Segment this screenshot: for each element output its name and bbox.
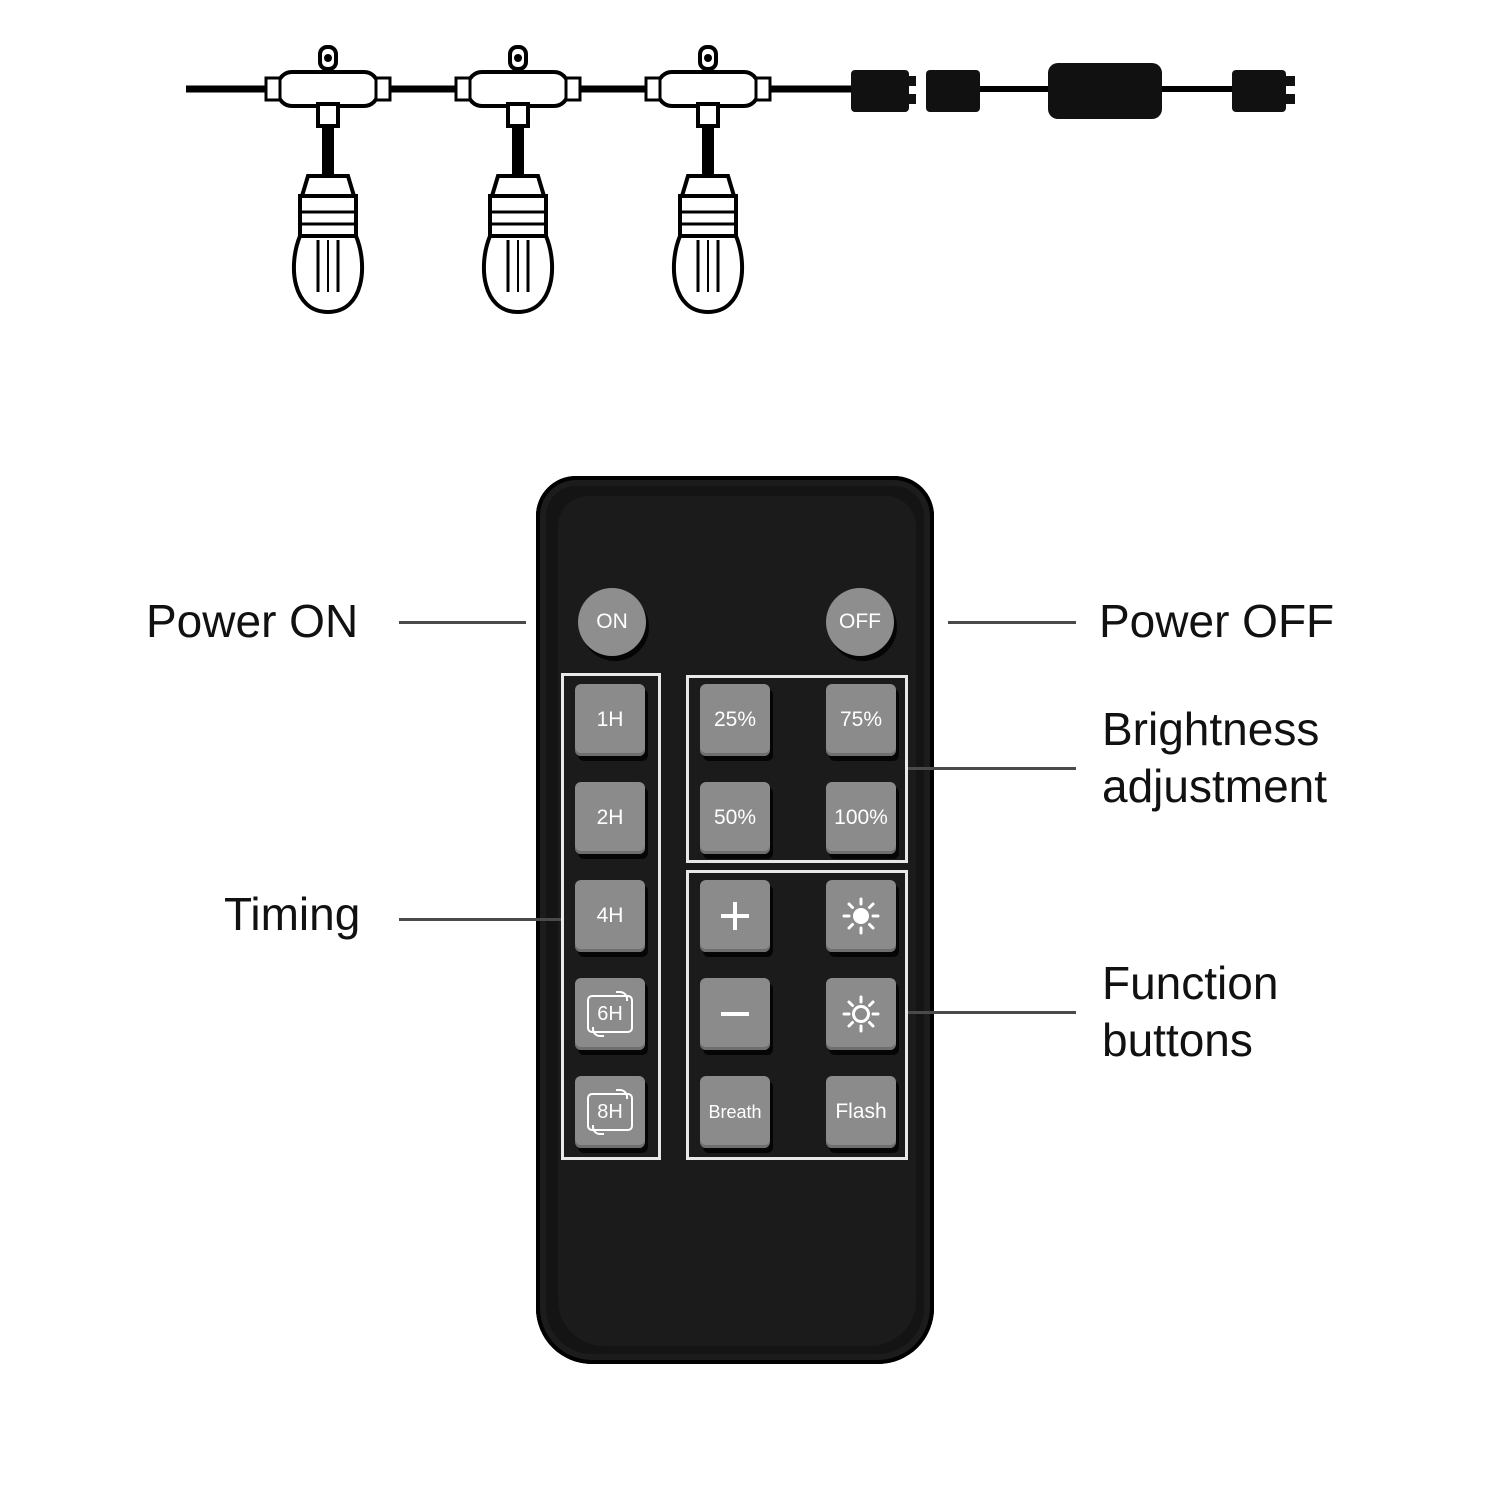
power-plug: [1232, 70, 1295, 112]
plug-connector-1: [851, 70, 916, 112]
brightness-group-outline: [686, 675, 908, 863]
timer-8h-label: 8H: [597, 1100, 623, 1123]
power-off-leader-line: [948, 621, 1076, 624]
timing-group-outline: [561, 673, 661, 1160]
dim-mode-button[interactable]: [826, 978, 896, 1050]
breath-mode-button[interactable]: Breath: [700, 1076, 770, 1148]
plug-connector-2: [926, 70, 980, 112]
repeat-timer-icon: 6H: [587, 991, 633, 1037]
power-off-button[interactable]: OFF: [826, 588, 894, 656]
bulb-socket-1: [264, 45, 392, 315]
timing-callout: Timing: [224, 888, 361, 940]
brightness-100-button[interactable]: 100%: [826, 782, 896, 854]
brightness-75-button[interactable]: 75%: [826, 684, 896, 756]
brightness-callout-line2: adjustment: [1102, 760, 1328, 812]
controller-box: [1048, 63, 1162, 119]
timer-8h-cycle-button[interactable]: 8H: [575, 1076, 645, 1148]
power-on-leader-line: [399, 621, 526, 624]
brightness-up-button[interactable]: [700, 880, 770, 952]
power-off-callout: Power OFF: [1099, 595, 1335, 647]
timer-4h-button[interactable]: 4H: [575, 880, 645, 952]
repeat-timer-icon: 8H: [587, 1089, 633, 1135]
bulb-socket-3: [644, 45, 772, 315]
plus-icon: [721, 902, 749, 930]
brightness-callout-line1: Brightness: [1102, 703, 1320, 755]
brightness-25-button[interactable]: 25%: [700, 684, 770, 756]
brightness-down-button[interactable]: [700, 978, 770, 1050]
timer-6h-cycle-button[interactable]: 6H: [575, 978, 645, 1050]
function-callout-line1: Function: [1102, 957, 1279, 1009]
timer-2h-button[interactable]: 2H: [575, 782, 645, 854]
power-on-button[interactable]: ON: [578, 588, 646, 656]
function-callout-line2: buttons: [1102, 1014, 1253, 1066]
timing-leader-line: [399, 918, 561, 921]
brightness-50-button[interactable]: 50%: [700, 782, 770, 854]
sun-filled-icon: [842, 897, 880, 935]
timer-1h-button[interactable]: 1H: [575, 684, 645, 756]
sun-outline-icon: [842, 995, 880, 1033]
timer-6h-label: 6H: [597, 1002, 623, 1025]
bright-mode-button[interactable]: [826, 880, 896, 952]
function-leader-line: [908, 1011, 1076, 1014]
string-lights-illustration: [186, 45, 1295, 315]
bulb-socket-2: [454, 45, 582, 315]
power-on-callout: Power ON: [146, 595, 359, 647]
brightness-leader-line: [908, 767, 1076, 770]
minus-icon: [721, 1012, 749, 1016]
flash-mode-button[interactable]: Flash: [826, 1076, 896, 1148]
function-group-outline: [686, 870, 908, 1160]
